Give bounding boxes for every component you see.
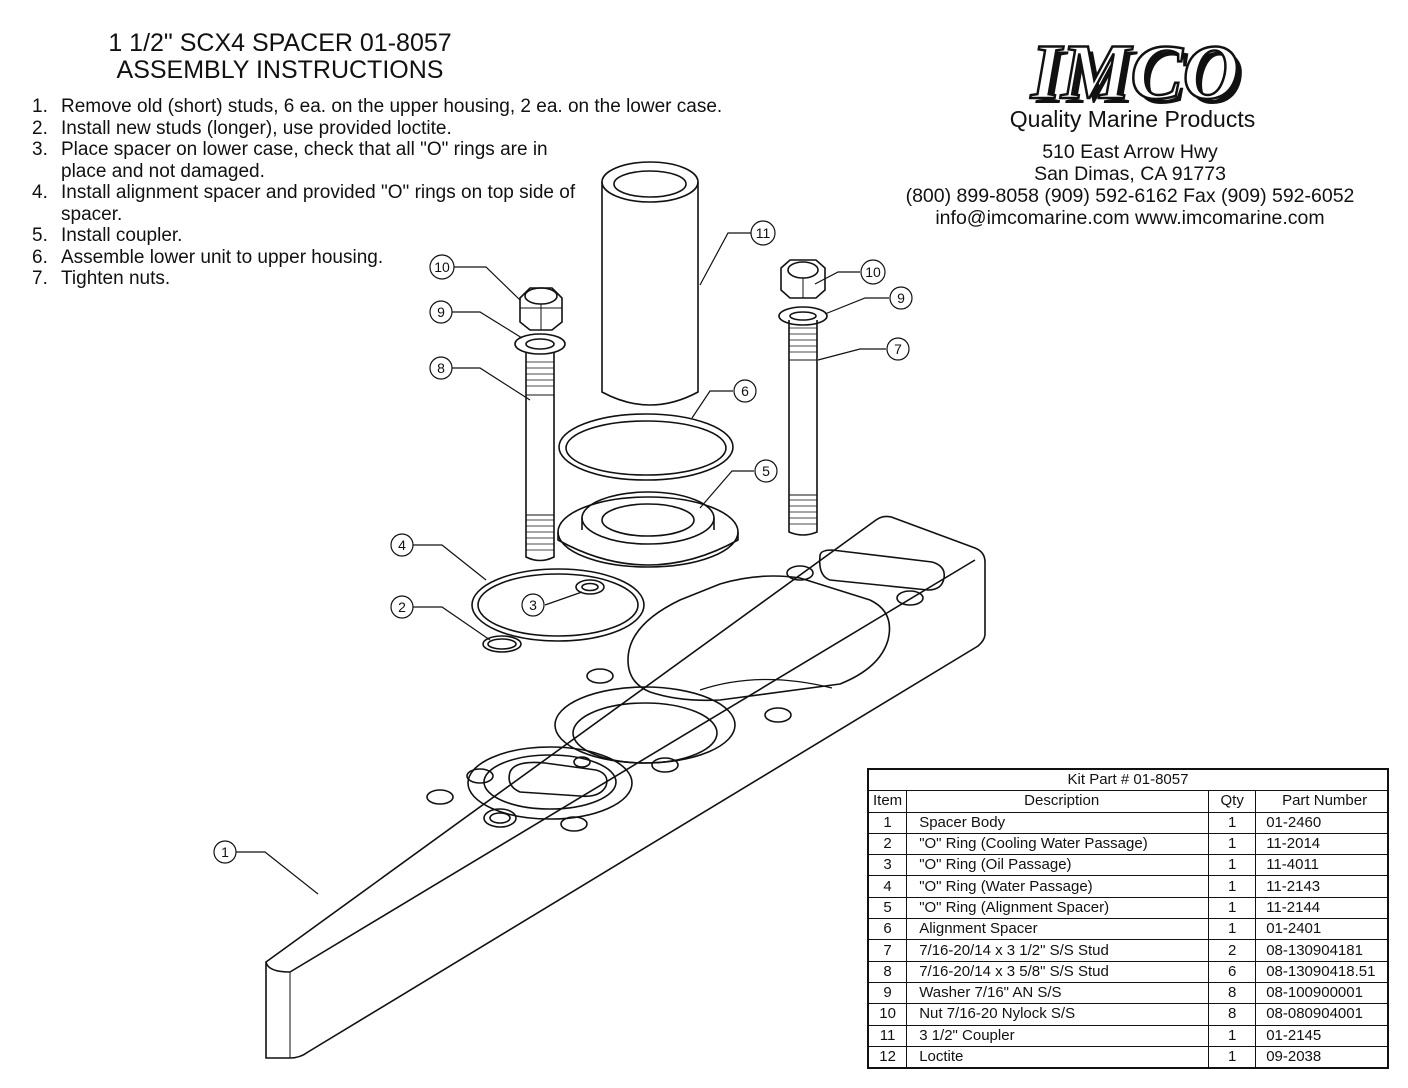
logo-tagline: Quality Marine Products — [1009, 106, 1256, 132]
company-address: 510 East Arrow Hwy San Dimas, CA 91773 (… — [860, 141, 1400, 229]
callout-3: 3 — [521, 593, 545, 617]
svg-text:4: 4 — [398, 537, 406, 553]
svg-text:10: 10 — [434, 259, 450, 275]
stud-right — [788, 320, 818, 536]
svg-text:9: 9 — [437, 304, 445, 320]
svg-text:9: 9 — [897, 290, 905, 306]
callout-8: 8 — [429, 356, 453, 380]
callout-1: 1 — [213, 840, 237, 864]
imco-logo: IMCO IMCO — [1029, 34, 1244, 106]
instruction-step: 1.Remove old (short) studs, 6 ea. on the… — [32, 96, 723, 117]
title-line-2: ASSEMBLY INSTRUCTIONS — [116, 56, 444, 84]
instruction-step: 3.Place spacer on lower case, check that… — [32, 139, 548, 182]
alignment-spacer — [557, 491, 739, 568]
coupler — [601, 161, 699, 406]
callout-9-left: 9 — [429, 300, 453, 324]
kit-part-header: Kit Part # 01-8057 — [867, 768, 1389, 792]
phone-line: (800) 899-8058 (909) 592-6162 Fax (909) … — [905, 185, 1355, 207]
column-header-item: Item — [867, 790, 908, 813]
instruction-step: 7.Tighten nuts. — [32, 268, 171, 289]
callout-9-right: 9 — [889, 286, 913, 310]
callout-10-left: 10 — [429, 254, 455, 280]
address-line-2: San Dimas, CA 91773 — [1034, 163, 1226, 185]
svg-text:6: 6 — [741, 383, 749, 399]
oil-passage-o-ring — [575, 579, 605, 595]
parts-table: Kit Part # 01-8057 Item Description Qty … — [867, 768, 1389, 1070]
web-line: info@imcomarine.com www.imcomarine.com — [935, 207, 1325, 229]
callout-2: 2 — [390, 595, 414, 619]
callout-11: 11 — [750, 220, 776, 246]
logo-text: IMCO — [1030, 34, 1239, 106]
cooling-o-ring — [482, 635, 522, 653]
callout-6: 6 — [733, 379, 757, 403]
svg-text:1: 1 — [221, 844, 229, 860]
instruction-step: 6.Assemble lower unit to upper housing. — [32, 246, 384, 268]
spacer-body — [265, 515, 986, 1059]
title-line-1: 1 1/2" SCX4 SPACER 01-8057 — [108, 29, 452, 57]
column-header-part-number: Part Number — [1255, 790, 1389, 813]
instruction-step: 2.Install new studs (longer), use provid… — [32, 117, 452, 139]
column-header-description: Description — [906, 790, 1210, 813]
svg-text:IMCO: IMCO — [1035, 34, 1244, 106]
leader-lines — [236, 232, 889, 895]
document-title: 1 1/2" SCX4 SPACER 01-8057 ASSEMBLY INST… — [60, 30, 500, 84]
svg-text:7: 7 — [894, 341, 902, 357]
svg-text:11: 11 — [756, 225, 771, 241]
instruction-step: 4.Install alignment spacer and provided … — [32, 182, 576, 225]
svg-text:3: 3 — [529, 597, 537, 613]
svg-text:2: 2 — [398, 599, 406, 615]
callout-5: 5 — [754, 459, 778, 483]
instruction-step: 5.Install coupler. — [32, 225, 183, 246]
callout-4: 4 — [390, 533, 414, 557]
address-line-1: 510 East Arrow Hwy — [1042, 141, 1218, 163]
nut-left — [519, 287, 563, 331]
washer-left — [514, 333, 566, 355]
alignment-o-ring — [558, 413, 734, 481]
column-header-qty: Qty — [1208, 790, 1257, 813]
svg-text:10: 10 — [865, 264, 881, 280]
callout-10-right: 10 — [860, 259, 886, 285]
stud-left — [525, 353, 555, 562]
instruction-list: 1.Remove old (short) studs, 6 ea. on the… — [32, 96, 821, 290]
svg-text:8: 8 — [437, 360, 445, 376]
water-passage-o-ring — [471, 568, 645, 642]
svg-text:5: 5 — [762, 463, 770, 479]
washer-right — [778, 306, 828, 326]
callout-7: 7 — [886, 337, 910, 361]
nut-right — [780, 259, 826, 299]
